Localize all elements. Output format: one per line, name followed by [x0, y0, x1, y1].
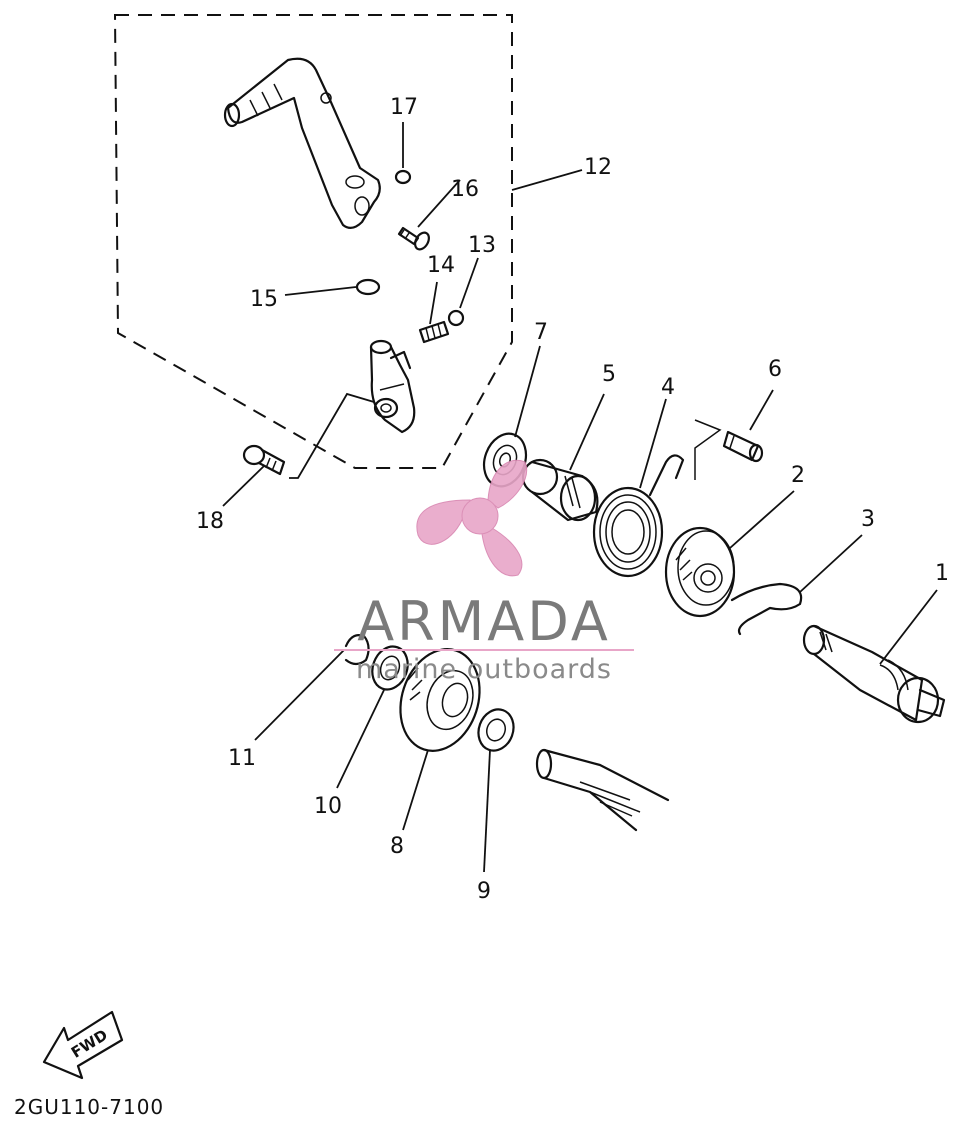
callout-10: 10	[314, 794, 342, 819]
part-6-pin	[722, 430, 764, 463]
callout-7: 7	[534, 320, 548, 345]
part-9-washer	[477, 708, 515, 752]
forward-arrow: FWD	[42, 1010, 124, 1080]
callout-6: 6	[768, 357, 782, 382]
callout-15: 15	[250, 287, 278, 312]
part-16-bolt	[397, 226, 430, 251]
part-17-washer	[394, 169, 412, 185]
watermark-name: ARMADA	[357, 590, 611, 653]
part-2-ratchet	[664, 526, 736, 618]
leader-lines	[222, 122, 938, 873]
callout-1: 1	[935, 561, 949, 586]
kick-lever	[223, 57, 381, 229]
part-15-o-ring	[355, 278, 381, 296]
callout-5: 5	[602, 362, 616, 387]
part-18-bolt	[242, 444, 286, 476]
kick-boss	[369, 339, 416, 434]
assembly-boundary	[113, 14, 513, 469]
part-3-clip	[730, 582, 803, 636]
part-1-kick-axle	[802, 624, 946, 724]
main-shaft	[535, 748, 670, 832]
part-4-torsion-spring	[592, 419, 722, 578]
part-14-spring	[418, 320, 450, 344]
fwd-label: FWD	[68, 1026, 111, 1062]
drawing-code: 2GU110-7100	[14, 1095, 164, 1119]
callout-2: 2	[791, 463, 805, 488]
callout-14: 14	[427, 253, 455, 278]
armada-propeller-logo	[416, 459, 527, 577]
part-11-circlip	[344, 634, 370, 666]
callout-18: 18	[196, 509, 224, 534]
callout-17: 17	[390, 95, 418, 120]
callout-13: 13	[468, 233, 496, 258]
callout-9: 9	[477, 879, 491, 904]
callout-12: 12	[584, 155, 612, 180]
callout-4: 4	[661, 375, 675, 400]
part-13-ball	[447, 309, 465, 327]
watermark-tagline: marine outboards	[356, 654, 612, 685]
callout-3: 3	[861, 507, 875, 532]
part-5-spring-guide	[521, 458, 599, 522]
callout-16: 16	[451, 177, 479, 202]
callout-11: 11	[228, 746, 256, 771]
part-10-washer	[371, 645, 409, 691]
callout-8: 8	[390, 834, 404, 859]
